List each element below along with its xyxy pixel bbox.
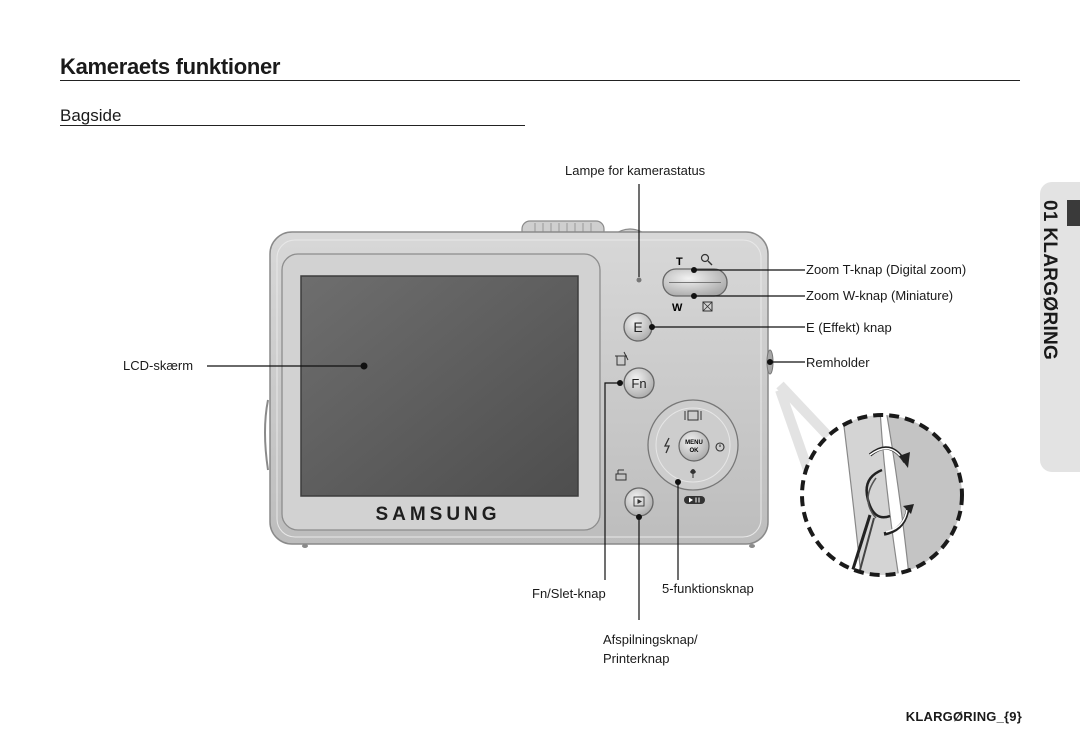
page-footer: KLARGØRING_{9} bbox=[905, 709, 1022, 724]
fn-delete-button[interactable] bbox=[623, 367, 655, 399]
callout-dots bbox=[360, 267, 773, 520]
fn-delete-label: Fn/Slet-knap bbox=[532, 586, 606, 601]
zoom-w-symbol: W bbox=[672, 302, 683, 314]
playback-label-line1: Afspilningsknap/ bbox=[603, 632, 698, 647]
title-rule bbox=[60, 80, 1020, 81]
playback-pause-icon bbox=[684, 496, 705, 504]
fn-button-label: Fn bbox=[631, 376, 646, 391]
page-title: Kameraets funktioner bbox=[60, 54, 281, 79]
zoom-t-label: Zoom T-knap (Digital zoom) bbox=[806, 262, 967, 277]
zoom-t-symbol: T bbox=[676, 256, 683, 268]
display-icon bbox=[684, 410, 702, 421]
menu-label: MENU bbox=[685, 440, 703, 446]
callout-lines bbox=[207, 184, 805, 620]
macro-icon bbox=[690, 469, 696, 474]
section-title: Bagside bbox=[60, 106, 122, 125]
effect-button-callout: E (Effekt) knap bbox=[806, 320, 892, 335]
chapter-tab-marker bbox=[1067, 200, 1080, 226]
playback-label-line2: Printerknap bbox=[603, 651, 670, 666]
section-rule bbox=[60, 125, 525, 126]
zoom-w-label: Zoom W-knap (Miniature) bbox=[806, 288, 954, 303]
menu-ok-button[interactable] bbox=[678, 430, 710, 462]
printer-icon bbox=[615, 469, 627, 481]
trash-icon bbox=[615, 351, 629, 366]
ok-label: OK bbox=[690, 448, 700, 454]
five-function-label: 5-funktionsknap bbox=[662, 581, 754, 596]
flash-icon bbox=[663, 437, 670, 454]
status-lamp bbox=[636, 277, 642, 283]
self-timer-icon bbox=[715, 442, 725, 452]
strap-detail bbox=[800, 413, 964, 577]
status-lamp-label: Lampe for kamerastatus bbox=[565, 163, 706, 178]
play-icon bbox=[637, 499, 642, 504]
thumbnail-icon bbox=[702, 301, 713, 312]
lcd-label: LCD-skærm bbox=[123, 358, 194, 373]
chapter-tab bbox=[1040, 182, 1080, 472]
lcd-screen bbox=[300, 275, 579, 497]
brand-logo: SAMSUNG bbox=[375, 504, 500, 525]
magnify-cone bbox=[775, 381, 834, 472]
zoom-in-icon bbox=[700, 253, 713, 266]
effect-button-label: E bbox=[633, 319, 642, 335]
strap-holder-label: Remholder bbox=[806, 355, 870, 370]
